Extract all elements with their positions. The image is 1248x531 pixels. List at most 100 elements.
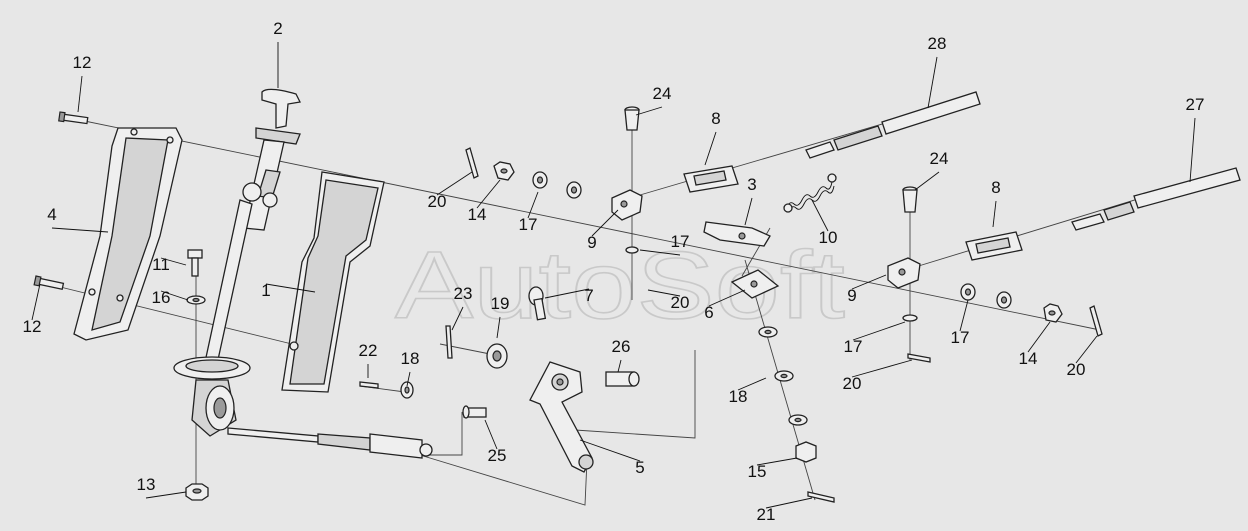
callout-leader-4: [51, 227, 109, 233]
callout-label-25: 25: [488, 446, 507, 465]
part-24-pin-lower: [902, 186, 918, 213]
part-24-pin-upper: [624, 106, 640, 131]
callout-label-17: 17: [671, 232, 690, 251]
part-18-washer-lower: [788, 414, 808, 426]
callout-leader-7: [544, 288, 590, 299]
callout-label-24: 24: [653, 84, 672, 103]
part-23-cotter: [445, 325, 453, 359]
callout-leader-12: [31, 283, 41, 321]
callout-leader-18: [406, 371, 411, 387]
callout-label-18: 18: [401, 349, 420, 368]
callout-leader-17: [959, 299, 969, 332]
callout-leader-1: [265, 283, 316, 293]
callout-label-16: 16: [152, 288, 171, 307]
part-1-pad: [281, 171, 385, 393]
callout-leader-9: [851, 274, 887, 290]
callout-leader-16: [160, 290, 189, 301]
part-17-washer-d: [902, 314, 918, 322]
lower-push-rod: [227, 427, 433, 459]
part-25-pin: [462, 405, 487, 419]
part-28-cable: [805, 91, 981, 159]
part-26-pin: [605, 371, 640, 387]
callout-label-24: 24: [930, 149, 949, 168]
callout-label-20: 20: [671, 293, 690, 312]
callout-leader-9: [591, 209, 619, 237]
callout-label-20: 20: [843, 374, 862, 393]
callout-leader-11: [160, 257, 187, 266]
part-20-cotter-right: [1089, 305, 1103, 337]
callout-leader-20: [436, 171, 473, 196]
part-18-washer-mid: [774, 370, 794, 382]
part-8-fork-upper: [683, 165, 739, 193]
callout-label-13: 13: [137, 475, 156, 494]
part-9-clevis-upper: [611, 189, 643, 221]
callout-label-3: 3: [747, 175, 756, 194]
callout-label-20: 20: [1067, 360, 1086, 379]
callout-label-8: 8: [711, 109, 720, 128]
callout-label-23: 23: [454, 284, 473, 303]
callout-label-18: 18: [729, 387, 748, 406]
part-17-washer-e: [960, 283, 976, 301]
callout-leader-17: [527, 191, 539, 219]
callout-label-14: 14: [468, 205, 487, 224]
part-17-washer-a: [532, 171, 548, 189]
part-2-lever: [173, 88, 301, 437]
callout-label-17: 17: [951, 328, 970, 347]
callout-label-21: 21: [757, 505, 776, 524]
callout-leader-18: [737, 377, 767, 391]
callout-leader-19: [496, 316, 501, 339]
part-11-bolt: [187, 249, 203, 277]
callout-label-1: 1: [261, 281, 270, 300]
part-18-washer-upper: [758, 326, 778, 338]
callout-label-20: 20: [428, 192, 447, 211]
bolt-12-lower: [33, 275, 65, 291]
callout-label-5: 5: [635, 458, 644, 477]
callout-leader-10: [811, 199, 829, 232]
callout-leader-20: [851, 359, 913, 378]
callout-label-4: 4: [47, 205, 56, 224]
callout-leader-24: [914, 171, 940, 191]
part-9-clevis-lower: [887, 257, 921, 289]
callout-label-10: 10: [819, 228, 838, 247]
callout-leader-20: [1075, 335, 1098, 364]
part-17-washer-c: [625, 246, 639, 254]
callout-leader-26: [617, 359, 622, 373]
callout-leader-25: [484, 419, 498, 450]
callout-label-8: 8: [991, 178, 1000, 197]
callout-label-7: 7: [584, 286, 593, 305]
callout-label-17: 17: [844, 337, 863, 356]
callout-label-12: 12: [73, 53, 92, 72]
callout-leader-6: [708, 289, 746, 307]
part-19-washer: [486, 343, 508, 369]
part-16-washer: [186, 295, 206, 305]
callout-leader-28: [927, 56, 938, 109]
callout-label-9: 9: [847, 286, 856, 305]
bolt-12-upper: [58, 111, 89, 125]
callout-leader-24: [635, 106, 663, 116]
callout-leader-3: [744, 197, 753, 226]
part-21-cotter: [807, 491, 835, 503]
callout-label-2: 2: [273, 19, 282, 38]
callout-leader-5: [579, 439, 641, 462]
callout-leader-14: [476, 179, 501, 209]
callout-label-19: 19: [491, 294, 510, 313]
part-3-block: [703, 221, 771, 247]
part-18-washer-left: [400, 381, 414, 399]
callout-leader-8: [992, 200, 997, 228]
part-4-base-bracket: [73, 127, 183, 341]
callout-leader-13: [145, 491, 187, 499]
part-17-washer-b: [566, 181, 582, 199]
part-7-bolt: [528, 286, 547, 321]
callout-leader-14: [1027, 321, 1051, 353]
callout-label-17: 17: [519, 215, 538, 234]
part-17-washer-f: [996, 291, 1012, 309]
callout-leader-17: [852, 321, 906, 341]
callout-label-12: 12: [23, 317, 42, 336]
callout-label-11: 11: [152, 255, 170, 274]
part-8-fork-lower: [965, 231, 1023, 261]
callout-label-26: 26: [612, 337, 631, 356]
callout-label-28: 28: [928, 34, 947, 53]
part-27-cable: [1071, 167, 1241, 231]
